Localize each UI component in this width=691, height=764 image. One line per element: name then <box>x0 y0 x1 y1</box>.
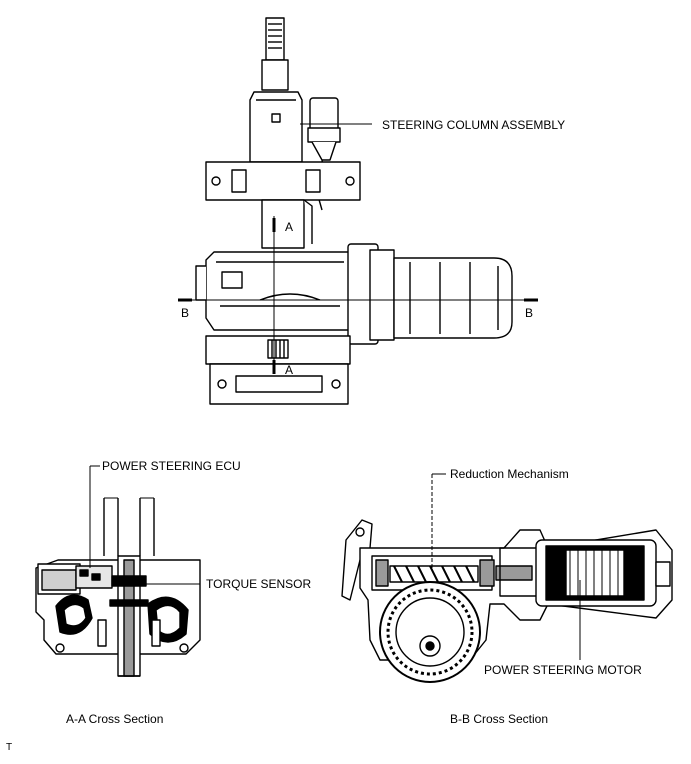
marker-b-right: B <box>525 306 534 320</box>
gear-housing <box>195 251 359 331</box>
label-reduction-mechanism: Reduction Mechanism <box>450 467 569 481</box>
motor-housing <box>347 243 513 345</box>
label-steering-column-assembly: STEERING COLUMN ASSEMBLY <box>382 118 566 132</box>
corner-mark: T <box>6 742 13 753</box>
marker-a-top: A <box>285 220 294 234</box>
label-power-steering-ecu: POWER STEERING ECU <box>102 459 241 473</box>
splined-shaft <box>261 17 289 91</box>
caption-aa-cross-section: A-A Cross Section <box>66 712 164 726</box>
steering-column-assembly <box>195 17 513 405</box>
marker-a-bottom: A <box>285 363 294 377</box>
aa-cross-section <box>35 497 201 677</box>
caption-bb-cross-section: B-B Cross Section <box>450 712 549 726</box>
column-tube <box>249 91 303 163</box>
marker-b-left: B <box>181 306 190 320</box>
bb-cross-section <box>341 519 673 683</box>
label-torque-sensor: TORQUE SENSOR <box>206 577 312 591</box>
label-power-steering-motor: POWER STEERING MOTOR <box>484 663 642 677</box>
upper-bracket <box>205 161 361 201</box>
lower-tube <box>261 199 313 249</box>
lower-bracket <box>205 335 351 405</box>
